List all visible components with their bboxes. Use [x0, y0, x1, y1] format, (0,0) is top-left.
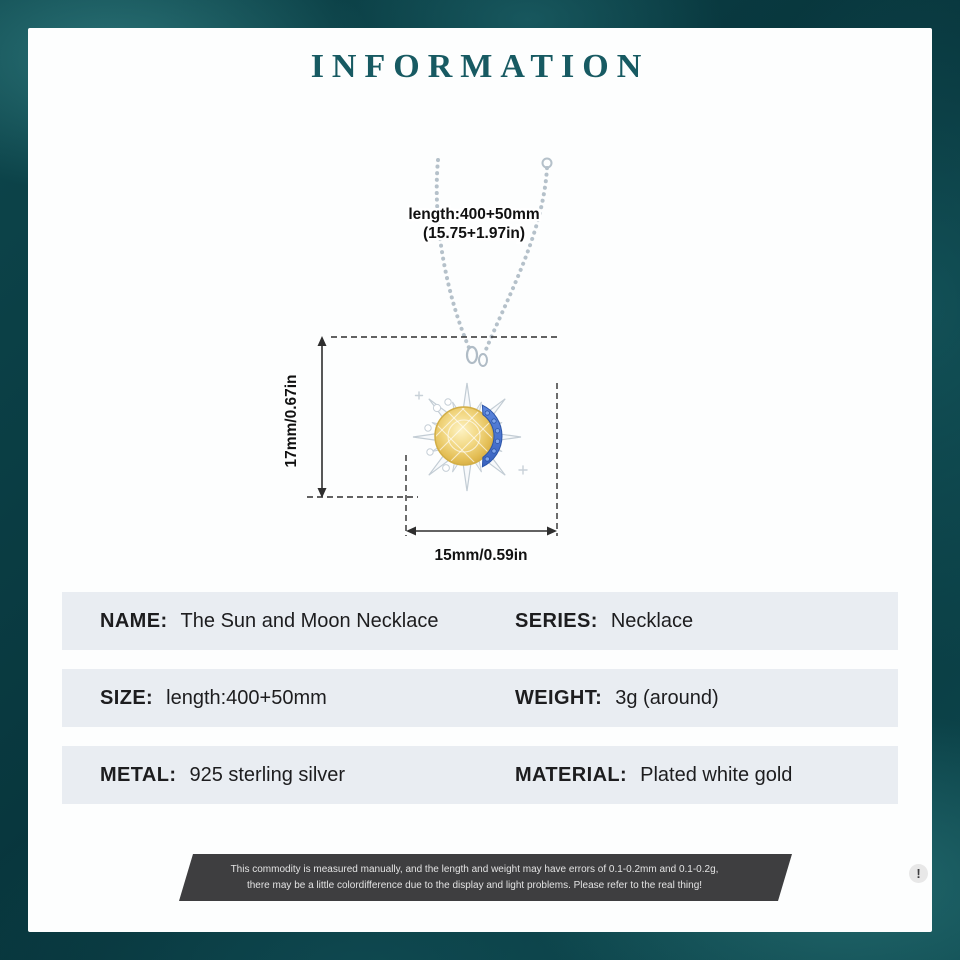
exclamation-icon: !	[909, 864, 928, 883]
spec-row-metal-material: METAL: 925 sterling silver MATERIAL: Pla…	[62, 746, 898, 804]
disclaimer-banner: This commodity is measured manually, and…	[179, 854, 792, 901]
spec-label-series: SERIES:	[515, 609, 598, 632]
disclaimer-line2: there may be a little colordifference du…	[246, 879, 703, 891]
spec-value-size: length:400+50mm	[166, 686, 327, 709]
spec-value-metal: 925 sterling silver	[189, 763, 346, 786]
spec-value-weight: 3g (around)	[615, 686, 719, 709]
spec-label-size: SIZE:	[100, 686, 154, 709]
spec-row-size-weight: SIZE: length:400+50mm WEIGHT: 3g (around…	[62, 669, 898, 727]
spec-value-material: Plated white gold	[640, 763, 793, 786]
spec-label-metal: METAL:	[100, 763, 177, 786]
page-title: INFORMATION	[310, 48, 650, 85]
spec-row-name-series: NAME: The Sun and Moon Necklace SERIES: …	[62, 592, 898, 650]
spec-label-name: NAME:	[100, 609, 168, 632]
spec-value-name: The Sun and Moon Necklace	[180, 609, 439, 632]
disclaimer-line1: This commodity is measured manually, and…	[230, 864, 719, 875]
spec-value-series: Necklace	[610, 609, 694, 632]
spec-label-weight: WEIGHT:	[515, 686, 603, 709]
spec-label-material: MATERIAL:	[515, 763, 628, 786]
